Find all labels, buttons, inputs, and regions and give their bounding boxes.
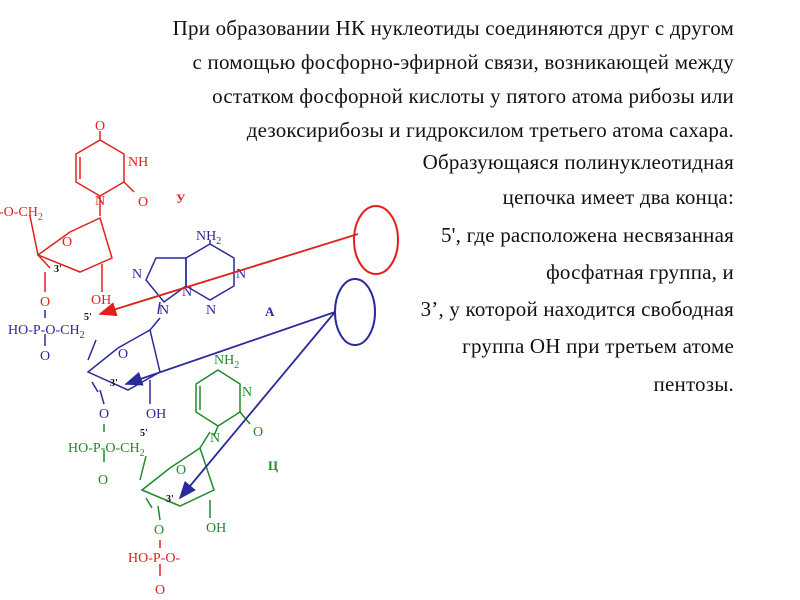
uracil-nucleotide (29, 131, 135, 292)
sugar-ring-3 (140, 446, 215, 507)
phosphate3-O-bottom: O (155, 583, 165, 598)
arrow-to-3prime-sugar2 (124, 311, 336, 386)
cytosine-O: O (253, 425, 263, 440)
text-line-1: При образовании НК нуклеотиды соединяютс… (172, 16, 734, 40)
sugar1-OH: OH (91, 293, 111, 308)
uracil-O-top: O (95, 119, 105, 134)
adenine-6-ring (185, 243, 235, 301)
adenine-N2: N (236, 267, 246, 282)
arrow-to-3prime-sugar3 (178, 311, 336, 500)
sugar2-OH: OH (146, 407, 166, 422)
text-line-5: Образующаяся полинуклеотидная (422, 150, 734, 174)
sugar3-OH: OH (206, 521, 226, 536)
adenine-5-ring (145, 257, 187, 304)
text-line-3: остатком фосфорной кислоты у пятого атом… (212, 84, 734, 108)
sugar1-ring-O: O (62, 235, 72, 250)
cytosine-N1: N (242, 385, 252, 400)
phosphate2-HO-P-O-CH2: HO-P-O-CH2 (68, 441, 145, 459)
phosphate1-HO-P-O-CH2: HO-P-O-CH2 (8, 323, 85, 341)
phosphate3-HO-P-O: HO-P-O- (128, 551, 180, 566)
sugar3-O-bridge: O (154, 523, 164, 538)
arrow-to-5prime (98, 233, 359, 317)
cytosine-nucleotide (103, 369, 251, 521)
sugar1-3prime: 3' (54, 264, 62, 275)
adenine-N1: N (132, 267, 142, 282)
adenine-nucleotide (44, 240, 235, 405)
phosphate1-5prime: 5' (84, 312, 92, 323)
adenine-N3: N (159, 303, 169, 318)
adenine-label: А (265, 304, 275, 319)
sugar2-O-bridge: O (99, 407, 109, 422)
cytosine-NH2: NH2 (214, 353, 239, 371)
phosphate2-O-bottom: O (98, 473, 108, 488)
text-line-11: пентозы. (653, 372, 734, 396)
adenine-NH2: NH2 (196, 229, 221, 247)
cytosine-N2: N (210, 431, 220, 446)
uracil-O-right: O (138, 195, 148, 210)
uracil-O-CH2: -O-CH2 (0, 205, 43, 223)
text-line-8: фосфатная группа, и (546, 260, 734, 284)
uracil-ring (75, 139, 125, 197)
sugar-ring-1 (36, 216, 113, 273)
phosphate1-O-bottom: O (40, 349, 50, 364)
adenine-N5: N (182, 285, 192, 300)
text-line-10: группа ОН при третьем атоме (462, 334, 734, 358)
text-line-7: 5', где расположена несвязанная (440, 223, 734, 247)
sugar2-ring-O: O (118, 347, 128, 362)
sugar3-3prime: 3' (166, 494, 174, 505)
uracil-label: У (176, 191, 186, 206)
text-line-6: цепочка имеет два конца: (502, 185, 734, 209)
uracil-NH: NH (128, 155, 148, 170)
cytosine-label: Ц (268, 458, 278, 473)
text-line-2: с помощью фосфорно-эфирной связи, возник… (192, 50, 734, 74)
text-line-9: 3’, у которой находится свободная (420, 297, 734, 321)
sugar1-O-bridge: O (40, 295, 50, 310)
sugar-ring-2 (86, 328, 161, 391)
adenine-N4: N (206, 303, 216, 318)
sugar2-3prime: 3' (110, 378, 118, 389)
phosphate2-5prime: 5' (140, 428, 148, 439)
text-line-4: дезоксирибозы и гидроксилом третьего ато… (246, 118, 734, 142)
three-prime-highlight-ellipse (334, 278, 376, 346)
uracil-N: N (95, 194, 105, 209)
five-prime-highlight-ellipse (353, 205, 399, 275)
sugar3-ring-O: O (176, 463, 186, 478)
cytosine-ring (195, 369, 241, 427)
